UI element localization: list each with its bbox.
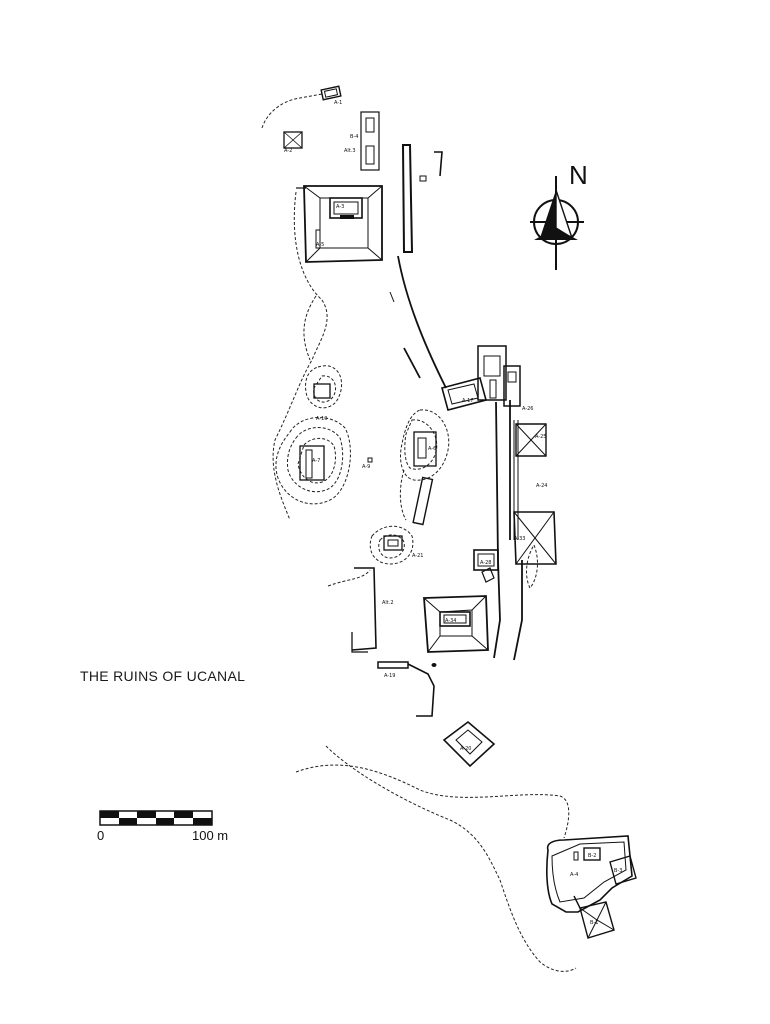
label-b3: B-3 [614,868,622,874]
label-a2: A-2 [284,148,292,154]
label-a6: A-6 [428,446,436,452]
label-a25: A-25 [535,434,546,440]
label-alt3: Alt.3 [344,148,356,154]
label-a4: A-4 [570,872,578,878]
label-a9: A-9 [362,464,370,470]
label-a5: A-5 [316,242,324,248]
label-a1: A-1 [334,100,342,106]
structure-a10 [299,383,373,481]
structure-main-platform [296,185,383,263]
west-plaza-walls [351,567,437,717]
structure-a1 [320,85,342,101]
north-arrow-icon [530,176,584,270]
structure-a26 [515,423,547,457]
structure-b-ballcourt [360,111,380,171]
group-b [546,835,637,939]
structure-a33 [513,511,557,565]
label-a19: A-19 [384,673,395,679]
label-a3: A-3 [336,204,344,210]
scale-bar [99,810,213,826]
east-range-wall [493,400,523,661]
label-a28: A-28 [480,560,491,566]
structure-a6 [412,431,437,526]
structure-a28 [473,549,499,583]
contour-lines [261,93,577,972]
structure-a17 [441,345,521,411]
structure-a20 [423,595,489,653]
label-a33: A-33 [514,536,525,542]
causeway-walls [389,144,447,389]
label-a7: A-7 [312,458,320,464]
label-b2: B-2 [588,853,596,859]
label-a10: A-10 [316,416,327,422]
label-a34: A-34 [445,618,456,624]
label-alt2: Alt.2 [382,600,394,606]
structure-labels: A-1 A-2 B-4 Alt.3 A-3 A-5 A-17 A-10 A-7 … [284,100,622,926]
structure-a2 [283,131,303,149]
label-a21: A-21 [412,553,423,559]
scale-start-label: 0 [97,828,105,843]
map-title: THE RUINS OF UCANAL [80,668,246,684]
label-b1: B-1 [590,920,598,926]
label-b4: B-4 [350,134,358,140]
label-a17: A-17 [462,398,473,404]
label-a24: A-24 [536,483,547,489]
structure-a19 [442,720,496,768]
label-a20: A-20 [460,746,471,752]
label-a26: A-26 [522,406,533,412]
structure-a21 [383,535,403,551]
scale-end-label: 100 m [192,828,229,843]
north-label: N [569,160,588,190]
